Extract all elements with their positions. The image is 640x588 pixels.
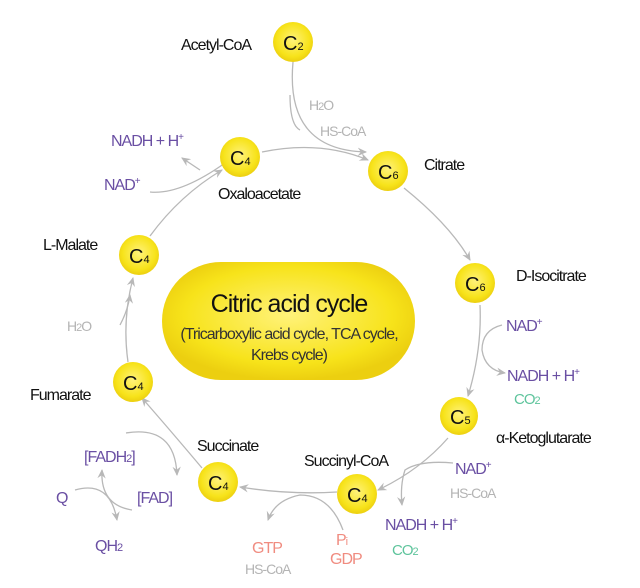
label-succinyl-coa: Succinyl-CoA <box>304 453 389 470</box>
label-fumarate: Fumarate <box>30 387 92 404</box>
nad-ketoglutarate: NAD+ <box>455 460 492 478</box>
arrow-isocitrate-to-ketoglutarate <box>466 304 481 397</box>
hscoa-succinyl: HS-CoA <box>245 561 292 577</box>
node-succinyl-coa: C4 Succinyl-CoA <box>304 453 390 514</box>
co2-isocitrate: CO2 <box>514 391 541 408</box>
h2o-in: H2O <box>309 97 334 113</box>
svg-text:C2: C2 <box>283 33 304 55</box>
gdp: GDP <box>330 551 362 568</box>
q: Q <box>56 490 68 507</box>
nad-isocitrate: NAD+ <box>506 317 543 335</box>
node-l-malate: C4 L-Malate <box>43 235 159 275</box>
svg-text:C6: C6 <box>465 274 486 296</box>
gtp: GTP <box>252 540 282 557</box>
nadh-malate: NADH + H+ <box>111 132 184 150</box>
arrow-succinate-to-fumarate <box>141 397 203 469</box>
diagram-subtitle: Krebs cycle) <box>251 347 328 364</box>
svg-text:C6: C6 <box>378 162 399 184</box>
diagram-subtitle: (Tricarboxylic acid cycle, TCA cycle, <box>180 326 398 343</box>
svg-text:C4: C4 <box>230 148 251 170</box>
arrow-acetyl-to-citrate <box>291 61 368 156</box>
cycle-arrows <box>125 61 481 494</box>
node-acetyl-coa: C2 Acetyl-CoA <box>181 22 313 62</box>
arrow-succinylcoa-to-succinate <box>238 484 338 494</box>
co2-ketoglutarate: CO2 <box>392 542 419 559</box>
qh2: QH2 <box>95 538 123 555</box>
nad-malate: NAD+ <box>104 176 141 194</box>
h2o-fumarate: H2O <box>67 318 92 334</box>
label-citrate: Citrate <box>424 157 465 174</box>
arrow-malate-to-oxaloacetate <box>149 169 223 237</box>
label-oxaloacetate: Oxaloacetate <box>218 186 301 203</box>
diagram-title: Citric acid cycle <box>211 290 368 318</box>
cofactors: H2O HS-CoA NADH + H+ NAD+ H2O NAD+ NADH … <box>56 97 581 577</box>
pi: Pi <box>336 532 348 549</box>
label-isocitrate: D-Isocitrate <box>516 268 587 285</box>
nadh-ketoglutarate: NADH + H+ <box>385 516 458 534</box>
nadh-isocitrate: NADH + H+ <box>507 367 580 385</box>
svg-text:C4: C4 <box>129 246 150 268</box>
node-isocitrate: C6 D-Isocitrate <box>455 263 588 303</box>
node-succinate: C4 Succinate <box>197 438 260 502</box>
arrow-fumarate-to-malate <box>125 276 135 363</box>
hscoa-in: HS-CoA <box>450 485 497 501</box>
fad: [FAD] <box>137 490 173 507</box>
svg-text:C4: C4 <box>123 373 144 395</box>
label-succinate: Succinate <box>197 438 259 455</box>
label-ketoglutarate: α-Ketoglutarate <box>496 430 592 447</box>
arrow-citrate-to-isocitrate <box>403 187 471 261</box>
node-citrate: C6 Citrate <box>368 151 466 191</box>
svg-text:C5: C5 <box>450 407 471 429</box>
label-acetyl-coa: Acetyl-CoA <box>181 37 252 54</box>
arrow-oxaloacetate-to-citrate <box>261 146 369 161</box>
svg-text:C4: C4 <box>347 485 368 507</box>
fadh2: [FADH2] <box>84 449 135 466</box>
svg-text:C4: C4 <box>208 473 229 495</box>
node-oxaloacetate: C4 Oxaloacetate <box>218 137 302 203</box>
node-ketoglutarate: C5 α-Ketoglutarate <box>440 397 593 447</box>
node-fumarate: C4 Fumarate <box>30 362 153 404</box>
hscoa-out: HS-CoA <box>320 123 367 139</box>
side-arrows <box>74 94 507 531</box>
title-pill: Citric acid cycle (Tricarboxylic acid cy… <box>162 262 415 380</box>
arrow-ketoglutarate-to-succinylcoa <box>377 437 449 491</box>
label-l-malate: L-Malate <box>43 237 98 254</box>
